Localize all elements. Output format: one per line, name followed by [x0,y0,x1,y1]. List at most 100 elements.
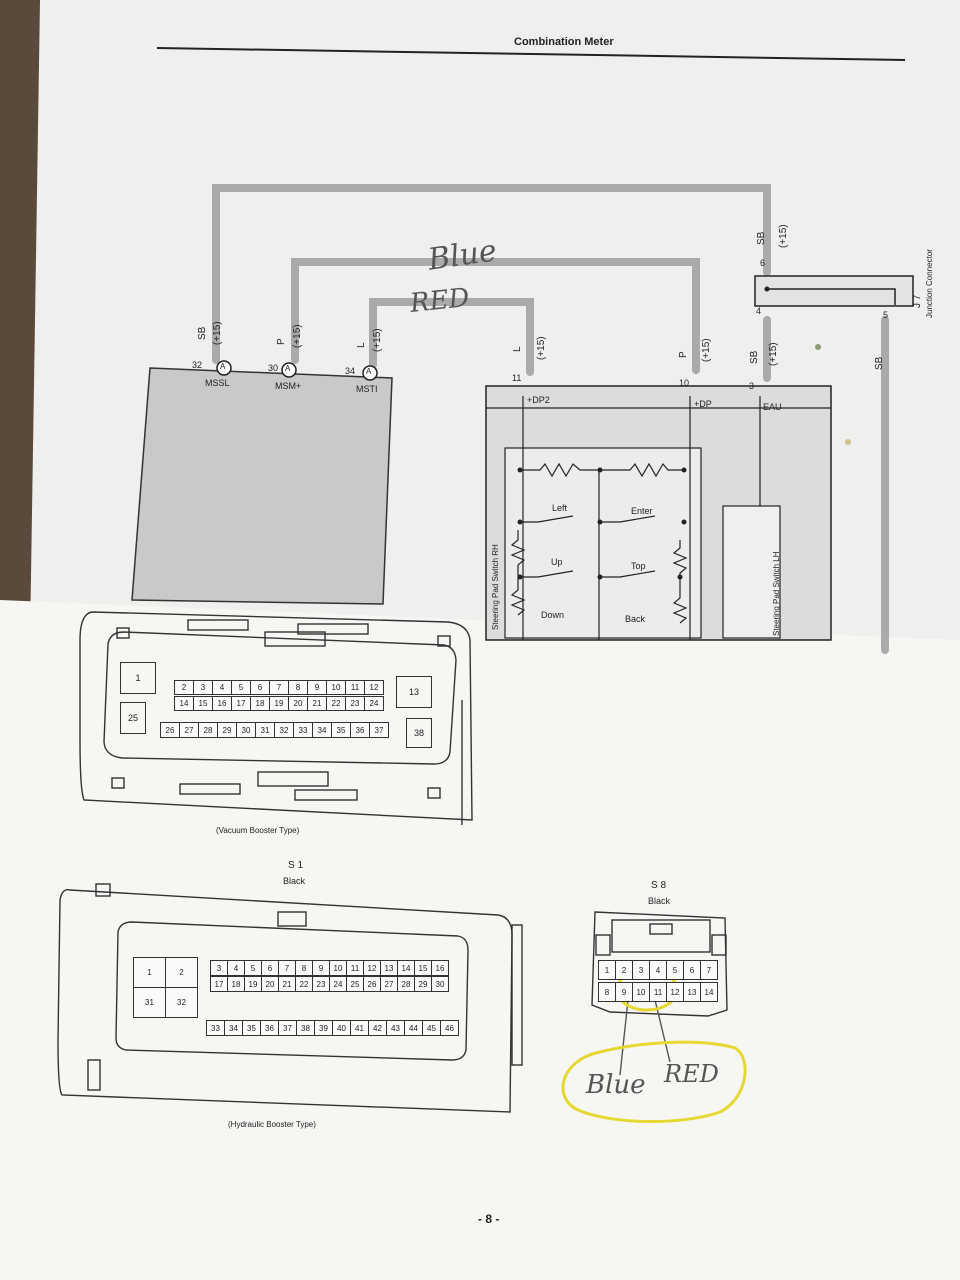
connector-pin: 20 [288,696,308,711]
connector-pin: 13 [683,982,701,1002]
connector-pin: 39 [314,1020,333,1036]
connector-pin: 26 [160,722,180,738]
wire-l-left: L [356,342,367,348]
wire-sb-left: SB [197,326,208,340]
pin-dp-label: +DP [694,399,712,409]
connector-pin: 4 [649,960,667,980]
handwritten-red-lower: RED [664,1060,719,1088]
connector-pin: 21 [307,696,327,711]
connector-pin: 26 [363,976,381,992]
connector-pin: 2 [615,960,633,980]
connector-pin: 14 [174,696,194,711]
connector-pin: 15 [193,696,213,711]
connector-pin: 14 [397,960,415,976]
switch-down-label: Down [541,610,565,620]
connector-pin: 27 [179,722,199,738]
connector-pin: 34 [312,722,332,738]
connector-pin: 8 [288,680,308,695]
connector-pin: 32 [165,987,198,1018]
pin-3-number: 3 [749,381,755,391]
connector-pin: 28 [397,976,415,992]
connector-pin: 17 [210,976,228,992]
s1-caption: (Hydraulic Booster Type) [228,1120,316,1129]
switch-lh-label: Steering Pad Switch LH [772,551,781,637]
connector-pin: 34 [224,1020,243,1036]
connector-pin: 4 [212,680,232,695]
wire-l-right: L [512,346,523,352]
pin-dp2-label: +DP2 [527,395,550,405]
connector-pin: 2 [165,957,198,988]
switch-enter-label: Enter [631,506,653,516]
connector-pin: 35 [331,722,351,738]
vacuum-caption: (Vacuum Booster Type) [216,826,300,835]
connector-pin: 37 [278,1020,297,1036]
connector-pin: 12 [363,960,381,976]
connector-pin: 46 [440,1020,459,1036]
connector-pin: 9 [615,982,633,1002]
connector-pin: 19 [269,696,289,711]
wire-spec-sb-right: (+15) [768,342,779,366]
pin-32-connector: A [220,362,226,371]
connector-pin: 2 [174,680,194,695]
connector-pin: 15 [414,960,432,976]
pin-30-label: MSM+ [275,381,302,391]
connector-pin: 24 [329,976,347,992]
pin-34-connector: A [366,367,372,376]
connector-pin: 28 [198,722,218,738]
connector-pin: 23 [345,696,365,711]
connector-pin: 23 [312,976,330,992]
connector-pin: 1 [598,960,616,980]
connector-pin: 27 [380,976,398,992]
handwritten-red-upper: RED [408,282,471,320]
connector-pin: 14 [700,982,718,1002]
connector-pin: 43 [386,1020,405,1036]
switch-up-label: Up [551,557,563,567]
connector-pin: 44 [404,1020,423,1036]
pin-34-number: 34 [345,366,356,376]
pin-30-number: 30 [268,363,279,373]
vac-pin-13: 13 [396,676,432,708]
pin-30-connector: A [285,364,291,373]
connector-pin: 45 [422,1020,441,1036]
wire-spec-l: (+15) [372,328,383,352]
connector-pin: 8 [295,960,313,976]
junction-top-spec: (+15) [778,224,789,248]
page-number: - 8 - [478,1212,500,1226]
connector-pin: 7 [269,680,289,695]
s1-id: S 1 [288,860,304,871]
page-title: Combination Meter [514,36,614,48]
connector-pin: 3 [632,960,650,980]
connector-pin: 33 [293,722,313,738]
connector-pin: 32 [274,722,294,738]
connector-pin: 41 [350,1020,369,1036]
vac-pin-25: 25 [120,702,146,734]
junction-pin-5: 5 [883,310,889,320]
switch-top-label: Top [631,561,646,571]
connector-pin: 9 [312,960,330,976]
connector-pin: 16 [212,696,232,711]
connector-pin: 36 [260,1020,279,1036]
connector-pin: 29 [217,722,237,738]
connector-pin: 13 [380,960,398,976]
connector-pin: 11 [346,960,364,976]
junction-name: Junction Connector [925,249,934,318]
connector-pin: 1 [133,957,166,988]
pin-10-number: 10 [679,378,690,388]
connector-pin: 18 [250,696,270,711]
switch-rh-label: Steering Pad Switch RH [491,544,500,630]
s8-color: Black [648,896,671,906]
connector-pin: 38 [296,1020,315,1036]
s1-color: Black [283,876,306,886]
connector-pin: 10 [326,680,346,695]
connector-pin: 31 [255,722,275,738]
connector-pin: 30 [236,722,256,738]
vac-pin-38: 38 [406,718,432,748]
